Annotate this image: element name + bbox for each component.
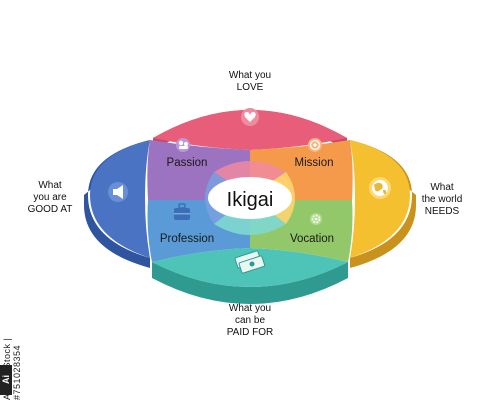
center-ellipse <box>208 177 292 219</box>
money-icon <box>234 250 266 274</box>
people-icon <box>176 138 190 152</box>
label-world-needs: What the world NEEDS <box>421 182 463 217</box>
target-icon <box>308 138 322 152</box>
label-paid-for: What you can be PAID FOR <box>226 303 274 338</box>
label-passion: Passion <box>167 157 208 169</box>
label-vocation: Vocation <box>290 233 334 245</box>
label-center: Ikigai <box>227 189 274 211</box>
label-profession: Profession <box>160 233 214 245</box>
segment-love[interactable] <box>153 110 347 150</box>
label-mission: Mission <box>295 157 334 169</box>
label-love: What you LOVE <box>228 70 272 93</box>
paid-wall <box>152 262 348 304</box>
label-good-at: What you are GOOD AT <box>27 180 73 215</box>
globe-icon <box>369 177 391 199</box>
stock-logo: Ai <box>0 365 12 395</box>
gear-icon <box>310 213 322 225</box>
briefcase-icon <box>174 203 190 220</box>
megaphone-icon <box>108 182 128 202</box>
heart-icon <box>241 108 259 126</box>
